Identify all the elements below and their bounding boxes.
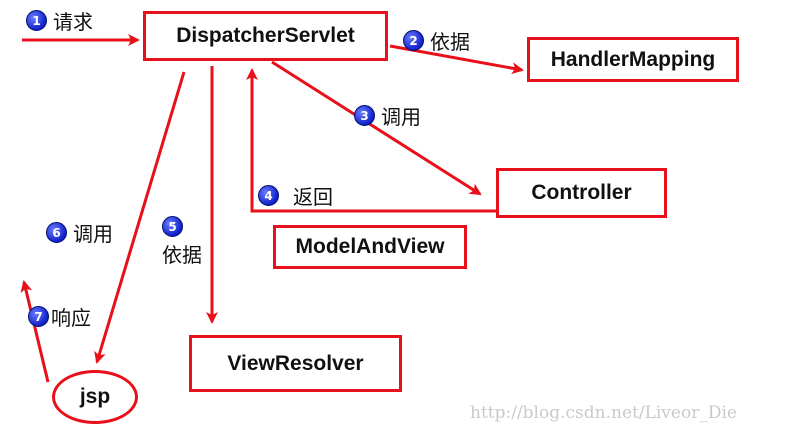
- step-4-badge: 4: [258, 185, 279, 206]
- step-7-badge: 7: [28, 306, 49, 327]
- handler-mapping-node: HandlerMapping: [527, 37, 739, 82]
- step-1-badge: 1: [26, 10, 47, 31]
- step-7-label: 响应: [51, 306, 91, 330]
- dispatcher-servlet-label: DispatcherServlet: [176, 24, 355, 47]
- watermark: http://blog.csdn.net/Liveor_Die: [470, 403, 737, 423]
- step-1-label: 请求: [53, 10, 93, 34]
- controller-node: Controller: [496, 168, 667, 218]
- dispatcher-servlet-node: DispatcherServlet: [143, 11, 388, 61]
- arrow-to-jsp: [94, 71, 186, 364]
- arrow-return: [246, 68, 496, 213]
- step-5: 5 依据: [162, 216, 202, 268]
- arrow-response: [20, 280, 50, 383]
- handler-mapping-label: HandlerMapping: [550, 47, 716, 71]
- step-5-label: 依据: [162, 243, 202, 267]
- step-2: 2 依据: [403, 26, 470, 55]
- jsp-label: jsp: [79, 385, 111, 408]
- step-5-badge: 5: [162, 216, 183, 237]
- model-and-view-label: ModelAndView: [295, 235, 445, 258]
- view-resolver-label: ViewResolver: [227, 351, 364, 375]
- step-2-label: 依据: [430, 30, 470, 54]
- step-1: 1 请求: [26, 6, 93, 35]
- step-4-label: 返回: [293, 185, 333, 209]
- arrow-to-controller: [271, 60, 482, 196]
- step-3: 3 调用: [354, 101, 421, 130]
- step-6: 6 调用: [46, 218, 113, 247]
- step-6-badge: 6: [46, 222, 67, 243]
- controller-label: Controller: [531, 181, 632, 204]
- model-and-view-node: ModelAndView: [273, 225, 467, 269]
- step-3-badge: 3: [354, 105, 375, 126]
- step-7: 7 响应: [28, 302, 91, 331]
- step-3-label: 调用: [381, 105, 421, 129]
- step-6-label: 调用: [73, 222, 113, 246]
- view-resolver-node: ViewResolver: [189, 335, 402, 392]
- step-4: 4 返回: [258, 181, 333, 210]
- jsp-node: jsp: [52, 370, 138, 424]
- step-2-badge: 2: [403, 30, 424, 51]
